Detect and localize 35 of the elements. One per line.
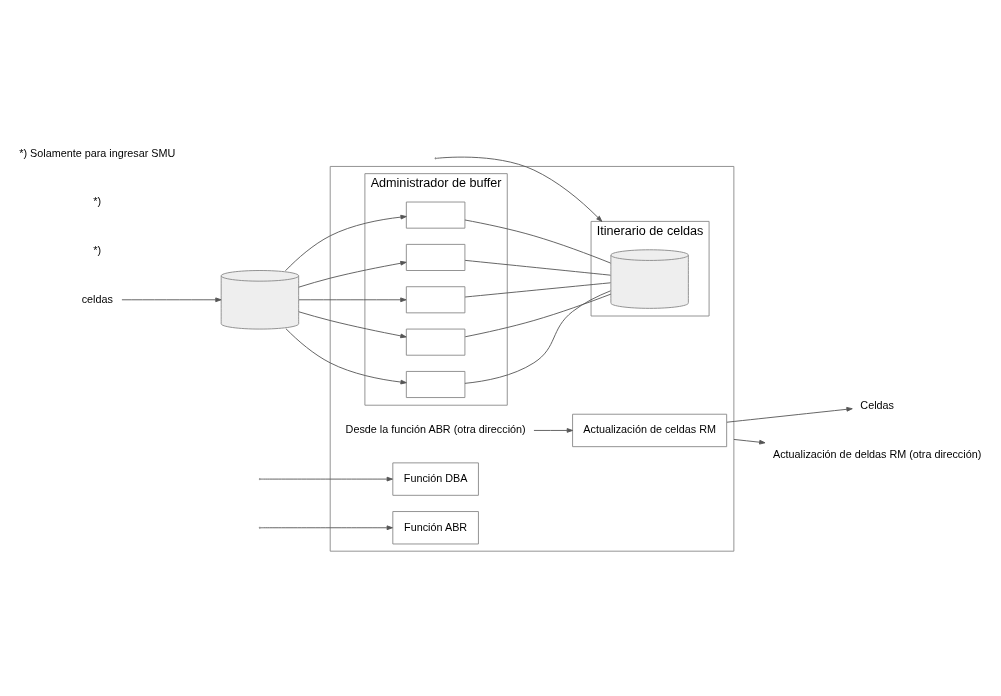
node-box: Actualización de celdas RM (572, 413, 728, 448)
node-text: celdas (81, 292, 113, 305)
cluster: Administrador de buffer (364, 173, 508, 406)
connector (464, 282, 611, 298)
arrow (285, 214, 407, 272)
label: *) (93, 243, 102, 256)
arrow (298, 297, 407, 303)
arrow (298, 311, 407, 339)
cluster: Itinerario de celdas (590, 220, 710, 317)
arrow (298, 260, 407, 288)
arrow (436, 156, 603, 222)
connector (464, 290, 612, 384)
label: *) (93, 195, 102, 208)
node-box (405, 286, 466, 314)
arrow (260, 476, 393, 482)
cluster (329, 166, 735, 552)
arrow (726, 406, 853, 423)
arrow (733, 439, 766, 445)
node-box (405, 328, 466, 356)
arrow (260, 525, 393, 531)
node-box: Función ABR (392, 511, 479, 545)
node-box (405, 243, 466, 271)
arrow (121, 297, 222, 303)
node-box: Función DBA (392, 462, 479, 496)
connector (464, 259, 611, 276)
node-text: Actualización de deldas RM (otra dirección) (773, 447, 982, 460)
node-text: Desde la función ABR (otra dirección) (345, 423, 526, 436)
connector (464, 293, 612, 338)
arrow (285, 328, 407, 385)
node-text: Celdas (860, 398, 894, 411)
arrow (533, 428, 574, 433)
label: *) Solamente para ingresar SMU (19, 146, 176, 159)
node-box (405, 371, 466, 398)
node-box (405, 201, 466, 229)
connector (464, 219, 612, 264)
